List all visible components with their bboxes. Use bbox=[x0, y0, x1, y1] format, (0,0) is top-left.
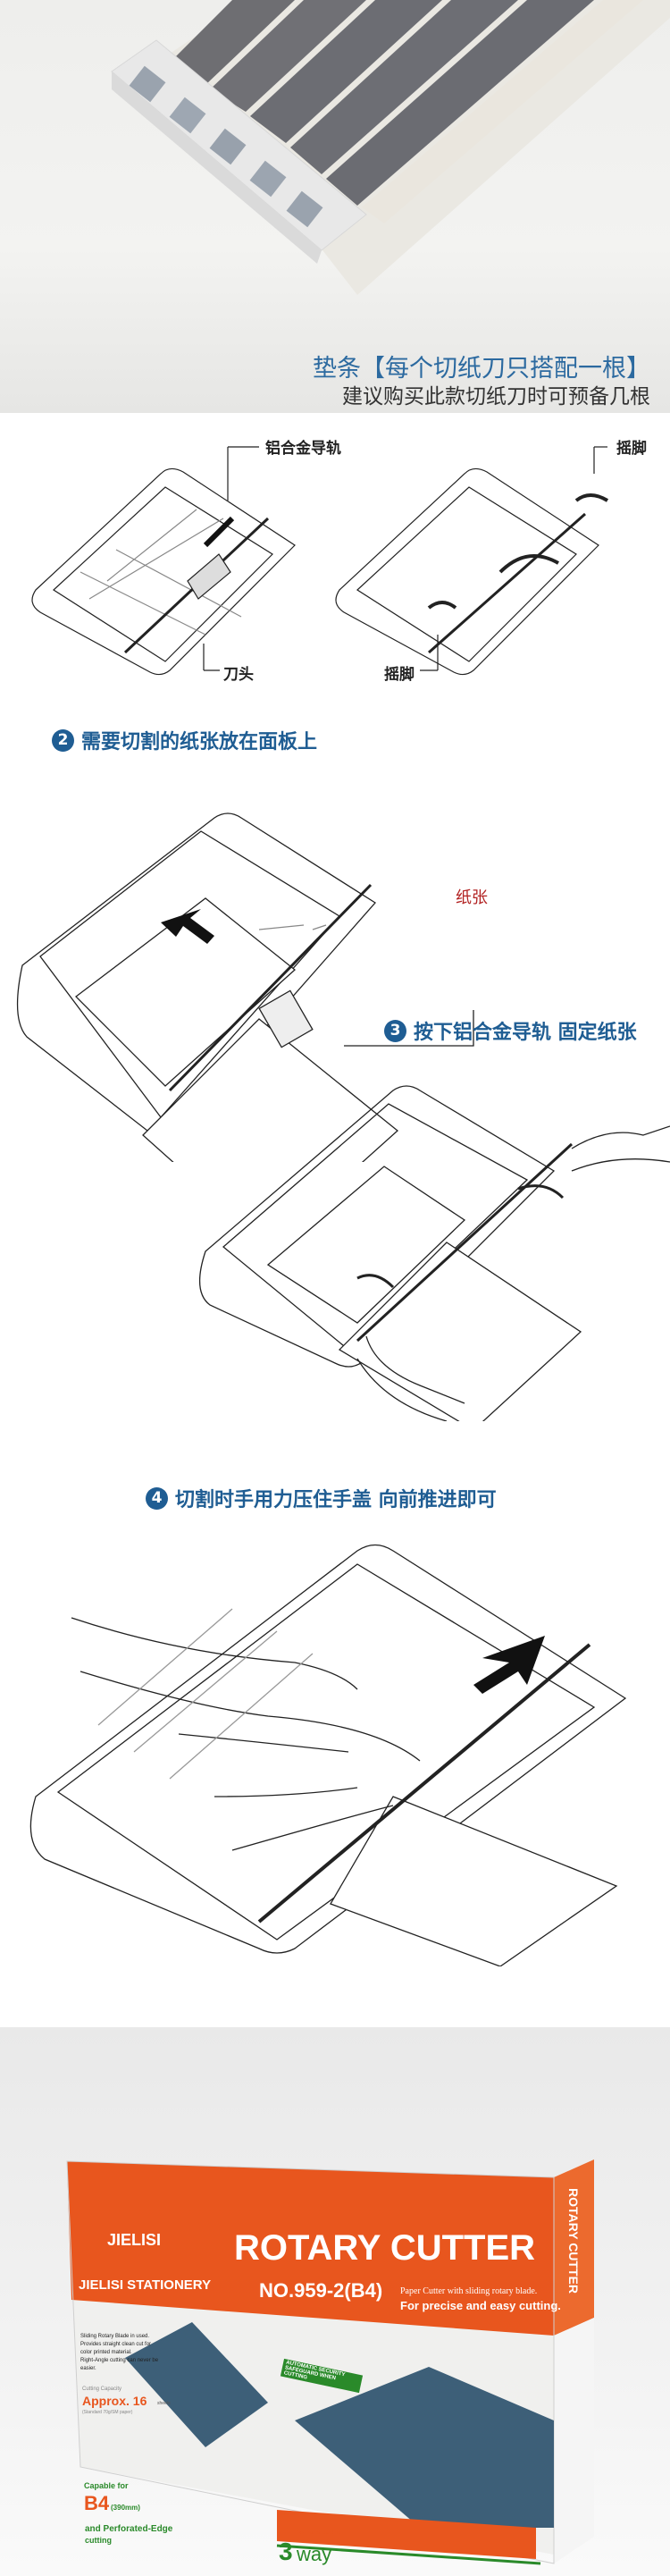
push-arrow-icon bbox=[473, 1636, 545, 1694]
step-2-diagram bbox=[0, 796, 670, 1162]
feature-item: Right-Angle cutting can never be easier. bbox=[80, 2358, 159, 2371]
product-box-photo: JIELISI JIELISI STATIONERY ROTARY CUTTER… bbox=[0, 2027, 670, 2576]
cutting-strip-illustration bbox=[0, 0, 670, 295]
step-4-diagram bbox=[0, 1528, 670, 1966]
strip-caption-title: 垫条【每个切纸刀只搭配一根】 bbox=[313, 355, 650, 383]
box-title: ROTARY CUTTER bbox=[234, 2228, 536, 2268]
foot-label-top: 摇脚 bbox=[616, 440, 647, 458]
box-tagline-1: Paper Cutter with sliding rotary blade. bbox=[400, 2286, 538, 2296]
capacity-value: Approx. 16 bbox=[82, 2394, 147, 2408]
capable-for: Capable for bbox=[84, 2481, 129, 2490]
step-3-diagram bbox=[0, 1064, 670, 1421]
box-features: Sliding Rotary Blade in used. Provides s… bbox=[80, 2333, 161, 2373]
box-model: NO.959-2(B4) bbox=[259, 2279, 383, 2302]
strip-caption-subtitle: 建议购买此款切纸刀时可预备几根 bbox=[342, 385, 650, 408]
box-product-image-left bbox=[125, 2322, 268, 2447]
step-2-heading: 2 需要切割的纸张放在面板上 bbox=[52, 726, 317, 754]
step-text: 切割时手用力压住手盖 向前推进即可 bbox=[175, 1489, 497, 1511]
capacity-label: Cutting Capacity bbox=[82, 2387, 122, 2392]
cutter-diagram-right bbox=[336, 468, 607, 674]
step-number-badge: 2 bbox=[52, 728, 74, 752]
product-box bbox=[0, 2159, 594, 2576]
three-way-number: 3 bbox=[279, 2538, 293, 2565]
feature-item: Provides straight clean cut for color pr… bbox=[80, 2342, 152, 2355]
box-product-image-right bbox=[295, 2367, 554, 2528]
step-4-heading: 4 切割时手用力压住手盖 向前推进即可 bbox=[146, 1484, 497, 1512]
step-text: 按下铝合金导轨 固定纸张 bbox=[414, 1022, 637, 1044]
parts-diagram bbox=[0, 420, 670, 688]
push-arrow-icon bbox=[161, 909, 214, 944]
box-tagline-2: For precise and easy cutting. bbox=[400, 2299, 561, 2312]
step-number-badge: 3 bbox=[384, 1019, 406, 1042]
capacity-note: (Standard 70g/SM paper) bbox=[82, 2410, 133, 2415]
box-size: B4 bbox=[84, 2492, 110, 2514]
feature-item: Sliding Rotary Blade in used. bbox=[80, 2334, 150, 2339]
box-edge: and Perforated-Edge bbox=[85, 2524, 173, 2534]
foot-label-bottom: 摇脚 bbox=[384, 666, 415, 684]
three-way-note: For paper cutting bbox=[297, 2530, 341, 2536]
capacity-unit: sheets bbox=[157, 2401, 171, 2406]
three-way-word: way bbox=[297, 2543, 332, 2565]
rail-label: 铝合金导轨 bbox=[265, 440, 341, 458]
step-text: 需要切割的纸张放在面板上 bbox=[81, 731, 318, 753]
box-size-mm: (390mm) bbox=[111, 2504, 140, 2512]
cutting-strip-photo: 垫条【每个切纸刀只搭配一根】 建议购买此款切纸刀时可预备几根 bbox=[0, 0, 670, 413]
box-brand-logo: JIELISI bbox=[107, 2231, 162, 2249]
box-side-title: ROTARY CUTTER bbox=[566, 2188, 581, 2294]
box-edge-2: cutting bbox=[85, 2536, 112, 2545]
step-number-badge: 4 bbox=[146, 1486, 168, 1510]
paper-label: 纸张 bbox=[456, 888, 488, 907]
blade-head-label: 刀头 bbox=[223, 666, 254, 684]
step-3-heading: 3 按下铝合金导轨 固定纸张 bbox=[384, 1016, 637, 1045]
box-brand-full: JIELISI STATIONERY bbox=[79, 2277, 212, 2293]
cutter-diagram-left bbox=[32, 468, 295, 674]
